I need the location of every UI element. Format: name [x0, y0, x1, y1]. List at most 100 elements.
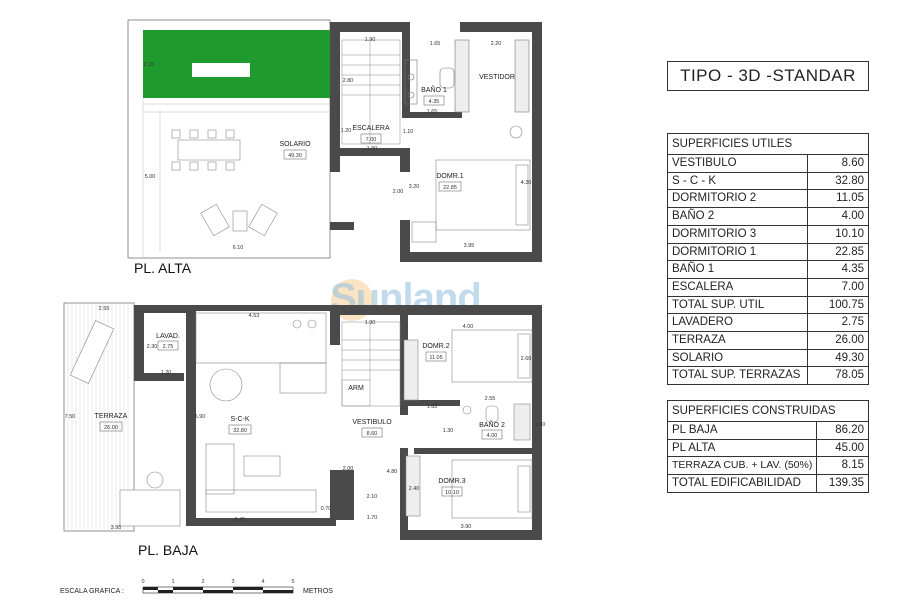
lower-dimensions: 2.55 4.53 1.90 4.00 2.30 1.20 7.50 6.90 …: [65, 306, 546, 531]
svg-text:1.10: 1.10: [403, 129, 414, 135]
svg-text:1.30: 1.30: [443, 428, 454, 434]
room-area: 10.10: [445, 490, 459, 496]
living-kitchen-furniture: [195, 312, 327, 513]
svg-text:6.10: 6.10: [233, 245, 244, 251]
svg-text:6.90: 6.90: [195, 414, 206, 420]
upper-walls: [330, 22, 542, 262]
svg-text:4.30: 4.30: [521, 180, 532, 186]
room-area: 7.00: [366, 137, 377, 143]
scale-label: ESCALA GRAFICA :: [60, 588, 124, 595]
room-area: 22.85: [443, 185, 457, 191]
svg-text:2.00: 2.00: [343, 466, 354, 472]
svg-text:2.00: 2.00: [393, 189, 404, 195]
solarium-deck: [142, 98, 330, 258]
svg-text:1.90: 1.90: [365, 320, 376, 326]
terrace-furniture: [69, 320, 181, 527]
svg-text:1.65: 1.65: [427, 109, 438, 115]
floor-label-alta: PL. ALTA: [134, 260, 192, 276]
room-area: 26.00: [104, 425, 118, 431]
room-name: LAVAD.: [156, 333, 180, 340]
svg-text:3.20: 3.20: [409, 184, 420, 190]
room-area: 4.35: [429, 99, 440, 105]
svg-text:3.95: 3.95: [111, 525, 122, 531]
svg-text:3.95: 3.95: [464, 243, 475, 249]
floor-label-baja: PL. BAJA: [138, 542, 199, 558]
room-name: BAÑO 2: [479, 420, 505, 429]
svg-text:1.20: 1.20: [341, 128, 352, 134]
svg-text:2.30: 2.30: [147, 344, 158, 350]
room-name: VESTIDOR: [479, 74, 515, 81]
scale-tick: 5: [291, 579, 294, 585]
bath-1-fixtures: [404, 39, 530, 113]
scale-tick: 2: [201, 579, 204, 585]
graphic-scale: ESCALA GRAFICA : 0 1 2 3 4 5 METROS: [60, 579, 333, 595]
upper-stairs: [341, 39, 401, 145]
skylight: [192, 63, 250, 77]
svg-text:2.10: 2.10: [367, 494, 378, 500]
svg-text:1.90: 1.90: [367, 146, 378, 152]
svg-text:6.45: 6.45: [235, 517, 246, 523]
room-area: 4.00: [487, 433, 498, 439]
room-name: DOMR.2: [422, 343, 449, 350]
terrace-outline: [63, 302, 135, 532]
room-name: ESCALERA: [352, 125, 390, 132]
svg-text:3.90: 3.90: [461, 524, 472, 530]
lower-beds: [403, 329, 533, 519]
svg-text:4.00: 4.00: [463, 324, 474, 330]
scale-tick: 0: [141, 579, 144, 585]
svg-text:2.80: 2.80: [343, 78, 354, 84]
room-area: 49.30: [288, 153, 302, 159]
bedroom-1-bed: [411, 125, 531, 243]
drawing-title: TIPO - 3D -STANDAR: [667, 61, 869, 91]
lower-walls: [134, 305, 542, 540]
table-header: SUPERFICIES UTILES: [667, 133, 869, 155]
room-name: ARM: [348, 385, 364, 392]
room-name: S-C-K: [230, 416, 249, 423]
table-header: SUPERFICIES CONSTRUIDAS: [667, 400, 869, 422]
svg-text:1.60: 1.60: [535, 422, 546, 428]
room-name: DOMR.1: [436, 173, 463, 180]
svg-text:5.00: 5.00: [145, 174, 156, 180]
room-area: 32.80: [233, 428, 247, 434]
svg-text:1.65: 1.65: [430, 41, 441, 47]
svg-text:2.55: 2.55: [99, 306, 110, 312]
room-name: DOMR.3: [438, 478, 465, 485]
scale-tick: 4: [261, 579, 264, 585]
svg-text:2.60: 2.60: [521, 356, 532, 362]
room-area: 8.60: [367, 431, 378, 437]
svg-text:0.70: 0.70: [321, 506, 332, 512]
room-name: BAÑO 1: [421, 85, 447, 94]
svg-text:1.65: 1.65: [427, 404, 438, 410]
svg-text:1.20: 1.20: [161, 370, 172, 376]
scale-tick: 1: [171, 579, 174, 585]
svg-text:4.80: 4.80: [387, 469, 398, 475]
upper-room-labels: SOLARIO 49.30 BAÑO 1 4.35 VESTIDOR ESCAL…: [279, 74, 515, 192]
lower-room-labels: LAVAD. 2.75 TERRAZA 26.00 S-C-K 32.80 AR…: [95, 333, 505, 497]
svg-text:2.15: 2.15: [144, 62, 155, 68]
floor-plan-drawing: SOLARIO 49.30 BAÑO 1 4.35 VESTIDOR ESCAL…: [60, 19, 546, 595]
svg-text:2.20: 2.20: [491, 41, 502, 47]
svg-text:2.40: 2.40: [409, 486, 420, 492]
lower-floor-plan: LAVAD. 2.75 TERRAZA 26.00 S-C-K 32.80 AR…: [63, 302, 546, 558]
room-area: 11.05: [429, 355, 442, 361]
svg-text:7.50: 7.50: [65, 414, 76, 420]
room-name: SOLARIO: [279, 141, 311, 148]
